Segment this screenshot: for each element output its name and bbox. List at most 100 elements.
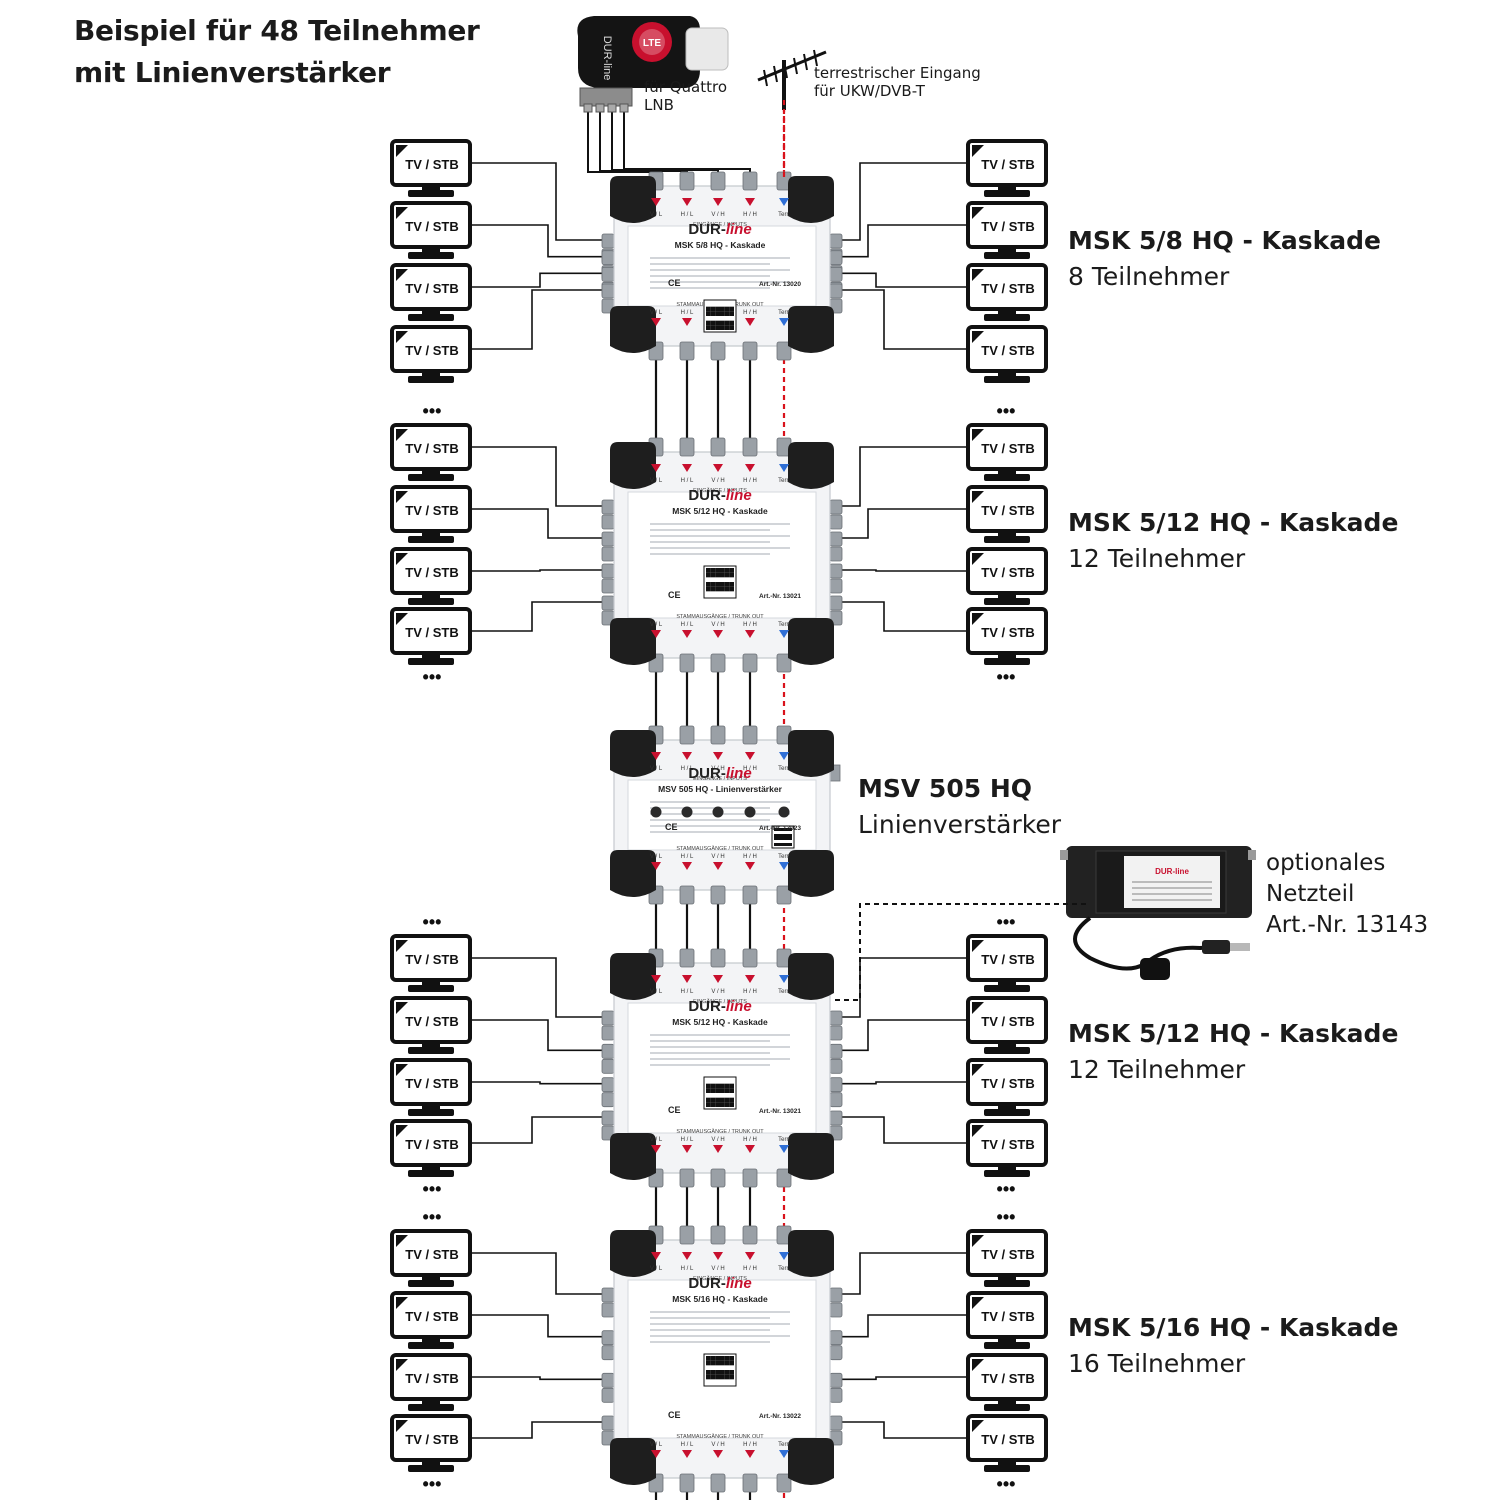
qr-code-cell — [706, 311, 711, 316]
output-connector — [601, 1092, 615, 1108]
trunk-connector — [742, 341, 758, 361]
output-connector — [829, 1025, 843, 1041]
page-title: Beispiel für 48 Teilnehmer mit Linienver… — [74, 10, 480, 94]
device-subtitle: 12 Teilnehmer — [1068, 1055, 1246, 1084]
tv-label: TV / STB — [981, 625, 1034, 640]
qr-code-cell — [729, 586, 734, 592]
qr-code-cell — [729, 1102, 734, 1107]
tv-screen-glare — [396, 553, 408, 565]
tv-stand — [998, 531, 1016, 537]
port-label: V / H — [711, 766, 724, 772]
port-label: Terr. — [778, 622, 790, 628]
qr-code-cell — [786, 843, 789, 846]
tv-stand — [422, 309, 440, 315]
input-connector — [742, 725, 758, 745]
tv-label: TV / STB — [981, 503, 1034, 518]
tv-stb-icon: TV / STB — [966, 1058, 1048, 1116]
qr-code-cell — [724, 582, 730, 587]
brand-logo: DUR-line — [688, 221, 751, 238]
output-connector — [601, 1302, 615, 1318]
tv-screen-glare — [396, 331, 408, 343]
tv-screen-glare — [972, 1420, 984, 1432]
psu-plug — [1202, 940, 1230, 954]
qr-code-cell — [706, 1083, 711, 1089]
tv-base — [984, 1109, 1030, 1116]
device-name: MSK 5/12 HQ - Kaskade — [1068, 508, 1399, 537]
output-connector — [601, 1387, 615, 1403]
tv-screen-glare — [972, 429, 984, 441]
tv-label: TV / STB — [405, 157, 458, 172]
trunk-connector — [710, 341, 726, 361]
tv-label: TV / STB — [405, 952, 458, 967]
trunk-connector — [710, 1473, 726, 1493]
trunk-connector — [679, 885, 695, 905]
terr-arrow-icon — [779, 464, 789, 472]
terr-arrow-icon — [779, 1450, 789, 1458]
device-name: MSV 505 HQ — [858, 774, 1032, 803]
port-label: V / H — [711, 478, 724, 484]
trunk-arrow-icon — [682, 1450, 692, 1458]
tv-base — [984, 598, 1030, 605]
article-number: Art.-Nr. 13023 — [759, 825, 801, 832]
output-connector — [601, 531, 615, 547]
tv-screen-glare — [396, 940, 408, 952]
tv-stand — [422, 1104, 440, 1110]
terr-arrow-icon — [779, 1252, 789, 1260]
qr-code-cell — [729, 306, 734, 312]
qr-code-cell — [724, 572, 730, 578]
brand-logo: DUR-line — [688, 765, 751, 782]
article-number: Art.-Nr. 13021 — [759, 593, 801, 600]
output-connector — [829, 1415, 843, 1431]
tv-screen-glare — [972, 1235, 984, 1247]
lnb-brand: DUR-line — [601, 36, 613, 81]
trunk-arrow-icon — [651, 1145, 661, 1153]
receiver-cable — [842, 601, 968, 632]
input-arrow-icon — [745, 975, 755, 983]
receiver-cable — [470, 1314, 602, 1338]
tv-stb-icon: TV / STB — [966, 1414, 1048, 1472]
tv-stb-icon: TV / STB — [966, 996, 1048, 1054]
qr-code-cell — [777, 843, 780, 846]
gain-knob-icon — [650, 806, 662, 818]
tv-label: TV / STB — [405, 1014, 458, 1029]
tv-stb-icon: TV / STB — [390, 1229, 472, 1287]
receiver-cable — [470, 1252, 602, 1295]
more-receivers-ellipsis: ••• — [423, 1179, 442, 1199]
output-connector — [829, 1345, 843, 1361]
output-connector — [829, 1110, 843, 1126]
output-connector — [601, 250, 615, 266]
tv-label: TV / STB — [981, 1371, 1034, 1386]
qr-code-cell — [710, 1097, 716, 1103]
brand-logo: DUR-line — [688, 487, 751, 504]
tv-stand — [998, 1165, 1016, 1171]
antenna-element — [773, 65, 778, 83]
qr-code-cell — [724, 311, 730, 316]
port-label: V / H — [711, 622, 724, 628]
power-supply-caption: optionales Netzteil Art.-Nr. 13143 — [1266, 848, 1428, 941]
output-connector — [829, 283, 843, 299]
qr-code-cell — [786, 837, 789, 840]
tv-label: TV / STB — [405, 1076, 458, 1091]
tv-stand — [422, 1460, 440, 1466]
qr-code-cell — [720, 1088, 725, 1093]
tv-stb-icon: TV / STB — [966, 201, 1048, 259]
port-label: H / H — [743, 1442, 757, 1448]
receiver-cable — [842, 1376, 968, 1381]
receiver-cable — [470, 1421, 602, 1439]
qr-code-cell — [777, 828, 780, 831]
device-model: MSK 5/12 HQ - Kaskade — [672, 1017, 768, 1027]
qr-code-cell — [710, 568, 716, 573]
receiver-cable — [470, 569, 602, 572]
qr-code-cell — [724, 1374, 730, 1380]
output-connector — [601, 546, 615, 562]
receiver-cable — [470, 508, 602, 539]
device-label-panel — [627, 1002, 817, 1134]
tv-label: TV / STB — [405, 1137, 458, 1152]
tv-stand — [998, 1042, 1016, 1048]
qr-code-cell — [710, 1102, 716, 1107]
qr-code-cell — [720, 1097, 725, 1103]
mounting-cap — [610, 176, 656, 223]
trunk-arrow-icon — [745, 630, 755, 638]
more-receivers-ellipsis: ••• — [997, 912, 1016, 932]
input-arrow-icon — [682, 198, 692, 206]
